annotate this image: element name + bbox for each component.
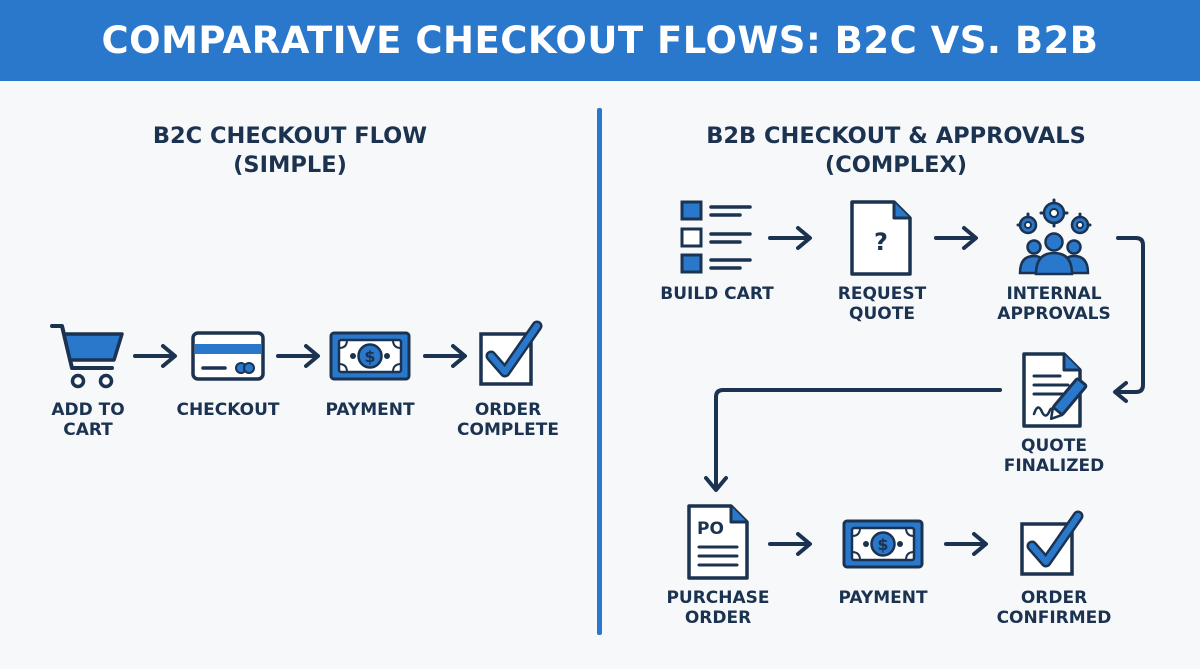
arrow-icon — [768, 532, 812, 556]
arrow-icon — [423, 344, 467, 368]
b2c-section-title: B2C CHECKOUT FLOW (SIMPLE) — [90, 122, 490, 180]
arrow-icon — [133, 344, 177, 368]
b2b-section-title: B2B CHECKOUT & APPROVALS (COMPLEX) — [646, 122, 1146, 180]
po-glyph: PO — [697, 519, 724, 539]
b2b-step-label-line2: ORDER — [684, 608, 752, 628]
b2c-title-line1: B2C CHECKOUT FLOW — [152, 123, 428, 149]
b2c-step-label-line1: PAYMENT — [325, 400, 415, 420]
b2b-step-label-line2: CONFIRMED — [996, 608, 1112, 628]
banknote-icon — [329, 331, 411, 381]
arrow-icon — [934, 226, 978, 250]
signed-document-icon — [1022, 352, 1088, 428]
shopping-cart-icon — [50, 324, 124, 389]
b2b-step-label: REQUEST QUOTE — [802, 284, 962, 324]
arrowhead-icon — [704, 476, 728, 492]
b2c-step-label-line2: CART — [63, 420, 113, 440]
question-document-icon: ? — [850, 200, 912, 276]
b2b-step-label-line1: BUILD CART — [660, 284, 774, 304]
team-gears-icon — [1016, 198, 1092, 276]
b2b-step-label-line1: INTERNAL — [1006, 284, 1102, 304]
b2b-step-label-line1: QUOTE — [1021, 436, 1087, 456]
page-title: COMPARATIVE CHECKOUT FLOWS: B2C VS. B2B — [101, 19, 1099, 62]
b2b-step-label: BUILD CART — [637, 284, 797, 304]
question-mark-glyph: ? — [874, 228, 888, 256]
b2b-step-label: ORDER CONFIRMED — [974, 588, 1134, 628]
b2b-step-label-line1: REQUEST — [837, 284, 927, 304]
b2b-step-label-line1: PAYMENT — [838, 588, 928, 608]
arrowhead-icon — [1113, 381, 1128, 403]
b2c-step-label: ORDER COMPLETE — [428, 400, 588, 440]
b2c-step-label: PAYMENT — [290, 400, 450, 420]
b2c-step-label-line1: ADD TO — [51, 400, 125, 420]
title-banner: COMPARATIVE CHECKOUT FLOWS: B2C VS. B2B — [0, 0, 1200, 81]
arrow-icon — [768, 226, 812, 250]
banknote-icon — [842, 519, 924, 569]
b2c-step-label: CHECKOUT — [148, 400, 308, 420]
checkbox-check-icon — [481, 326, 537, 384]
connector-arrow-icon — [714, 388, 1002, 490]
b2c-step-label-line2: COMPLETE — [457, 420, 559, 440]
arrow-icon — [944, 532, 988, 556]
b2c-step-label-line1: CHECKOUT — [176, 400, 280, 420]
b2c-step-label: ADD TO CART — [8, 400, 168, 440]
b2b-step-label-line2: FINALIZED — [1003, 456, 1105, 476]
b2b-step-label-line2: APPROVALS — [997, 304, 1111, 324]
section-divider — [597, 108, 602, 635]
b2b-step-label-line2: QUOTE — [849, 304, 915, 324]
list-icon — [680, 200, 752, 274]
b2b-step-label-line1: PURCHASE — [666, 588, 770, 608]
po-document-icon: PO — [687, 504, 749, 580]
b2b-title-line2: (COMPLEX) — [824, 152, 968, 178]
connector-arrow-icon — [1116, 236, 1145, 394]
arrow-icon — [276, 344, 320, 368]
b2b-step-label: QUOTE FINALIZED — [974, 436, 1134, 476]
b2b-step-label-line1: ORDER — [1020, 588, 1088, 608]
b2c-title-line2: (SIMPLE) — [233, 152, 347, 178]
b2b-step-label: PAYMENT — [803, 588, 963, 608]
credit-card-icon — [191, 331, 265, 381]
b2b-title-line1: B2B CHECKOUT & APPROVALS — [706, 123, 1086, 149]
checkbox-check-icon — [1022, 516, 1078, 574]
b2b-step-label: PURCHASE ORDER — [638, 588, 798, 628]
b2b-step-label: INTERNAL APPROVALS — [974, 284, 1134, 324]
b2c-step-label-line1: ORDER — [474, 400, 542, 420]
